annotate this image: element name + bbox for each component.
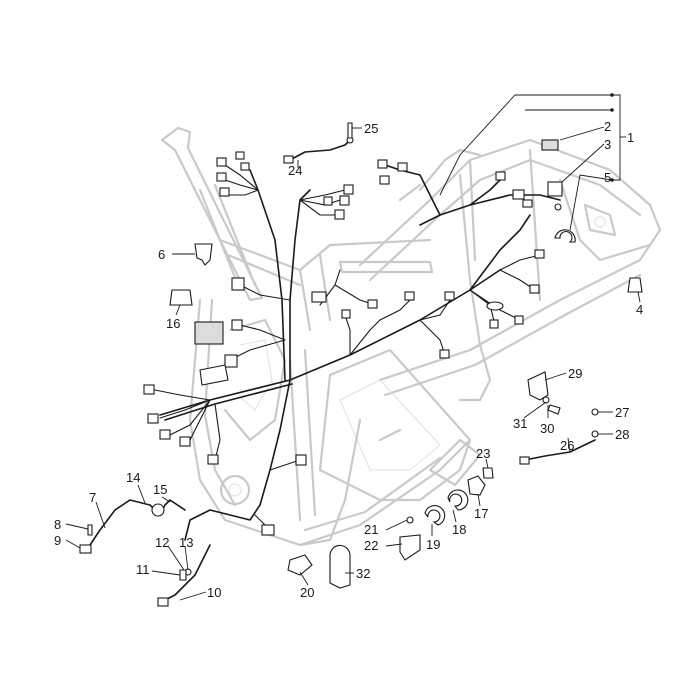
callout-29: 29 [568,366,582,381]
callout-24: 24 [288,163,302,178]
callout-1: 1 [627,130,634,145]
scooter-frame [160,126,662,547]
callout-28: 28 [615,427,629,442]
harness-connectors [143,151,545,536]
callout-25: 25 [364,121,378,136]
callout-19: 19 [426,537,440,552]
callout-32: 32 [356,566,370,581]
separate-parts [79,122,643,607]
callout-17: 17 [474,506,488,521]
callout-4: 4 [636,302,643,317]
callout-8: 8 [54,517,61,532]
callout-13: 13 [179,535,193,550]
callout-7: 7 [89,490,96,505]
callout-11: 11 [136,562,150,577]
callout-30: 30 [540,421,554,436]
callout-26: 26 [560,438,574,453]
callout-21: 21 [364,522,378,537]
callout-10: 10 [207,585,221,600]
callout-12: 12 [155,535,169,550]
callout-22: 22 [364,538,378,553]
callout-labels: 1 2 3 4 5 6 7 8 9 10 11 12 13 14 15 16 1… [54,119,643,600]
leader-lines [65,93,641,601]
callout-6: 6 [158,247,165,262]
callout-23: 23 [476,446,490,461]
callout-5: 5 [604,170,611,185]
callout-14: 14 [126,470,140,485]
callout-2: 2 [604,119,611,134]
callout-20: 20 [300,585,314,600]
callout-31: 31 [513,416,527,431]
callout-27: 27 [615,405,629,420]
callout-16: 16 [166,316,180,331]
callout-3: 3 [604,137,611,152]
callout-15: 15 [153,482,167,497]
callout-18: 18 [452,522,466,537]
callout-9: 9 [54,533,61,548]
